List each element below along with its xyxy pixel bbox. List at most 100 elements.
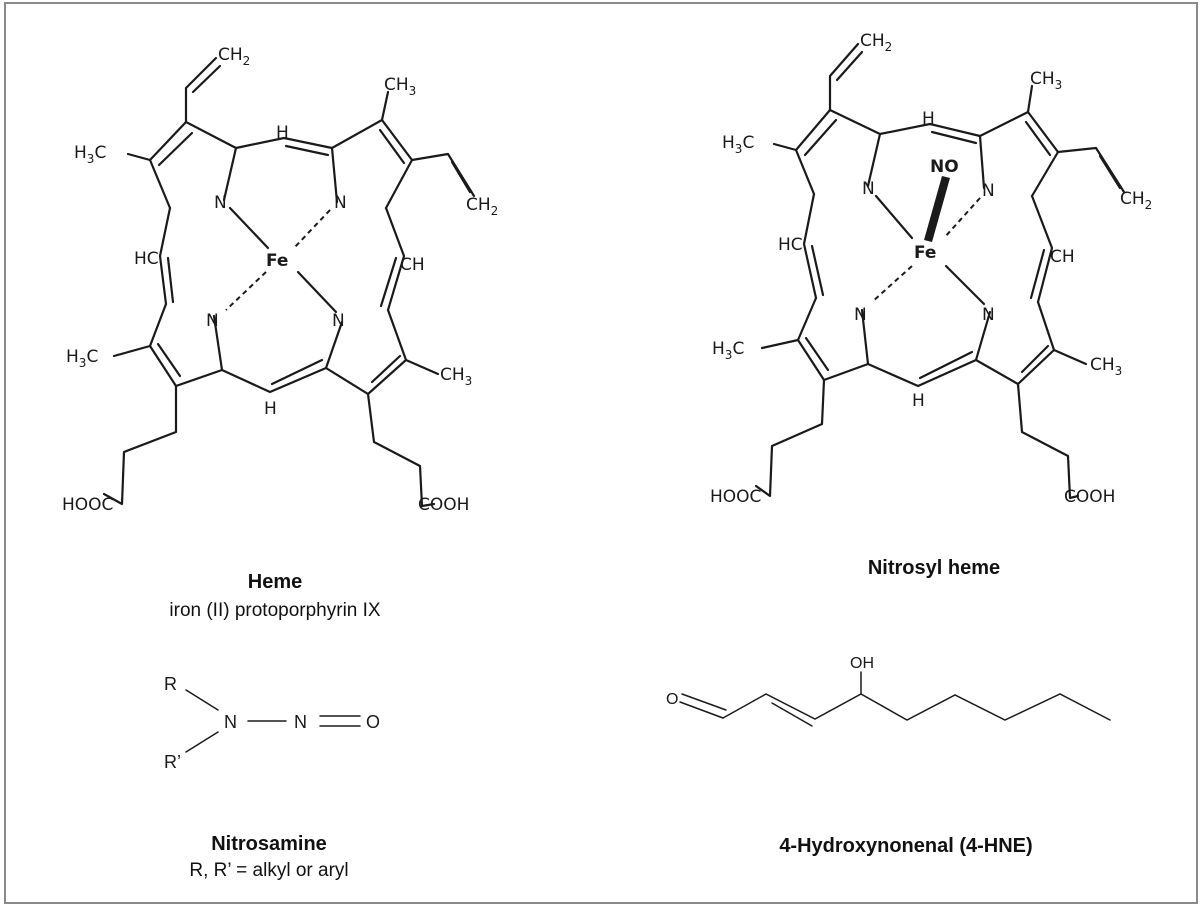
hne-structure: O OH xyxy=(666,655,1111,727)
nitrosyl-no-label: NO xyxy=(930,157,959,177)
heme-fe-bond-c xyxy=(296,270,338,314)
nitrosyl-ch-label: CH xyxy=(1050,247,1075,267)
heme-n-b-label: N xyxy=(334,193,347,213)
nitrosyl-n-d-label: N xyxy=(854,305,867,325)
nitrosyl-ring-c-double xyxy=(1020,344,1050,374)
heme-meso-bottom-double xyxy=(270,358,324,386)
nitrosamine-r-prime-bond xyxy=(185,731,219,753)
heme-h3c-upper-label: H3C xyxy=(74,143,106,166)
heme-n-c-label: N xyxy=(332,311,345,331)
nitrosyl-meso-bottom-double xyxy=(918,350,974,380)
nitrosamine-title: Nitrosamine xyxy=(211,833,327,855)
nitrosyl-fe-bond-a xyxy=(874,194,914,240)
nitrosyl-propionate-right xyxy=(1016,382,1080,500)
nitrosyl-methyl-a xyxy=(772,142,798,152)
heme-meso-right-double xyxy=(379,256,398,308)
heme-propionate-left xyxy=(102,384,178,506)
hne-carbonyl-bond-1 xyxy=(679,701,724,719)
heme-methyl-a xyxy=(126,152,152,162)
heme-vinyl-right-double xyxy=(450,160,472,194)
nitrosyl-n-b-label: N xyxy=(982,181,995,201)
heme-meso-left-double xyxy=(166,256,175,304)
nitrosyl-methyl-d xyxy=(760,338,800,350)
heme-title: Heme xyxy=(248,571,302,593)
heme-fe-bond-d xyxy=(225,271,267,311)
nitrosyl-meso-top xyxy=(878,122,982,138)
nitrosyl-heme-title: Nitrosyl heme xyxy=(868,557,1000,579)
heme-vinyl-top-double xyxy=(191,64,222,94)
nitrosamine-structure: R N N O R’ xyxy=(164,674,380,772)
nitrosamine-r-bond xyxy=(185,689,219,711)
nitrosyl-vinyl-top-double xyxy=(835,50,864,82)
heme-fe-label: Fe xyxy=(266,251,288,271)
heme-cooh-label: COOH xyxy=(418,495,469,515)
hne-alkene-double xyxy=(771,702,813,727)
figure-frame xyxy=(4,2,1198,904)
nitrosyl-h-bottom-label: H xyxy=(912,391,925,411)
nitrosyl-ch3-top-label: CH3 xyxy=(1030,69,1062,92)
nitrosyl-ring-d-double xyxy=(804,336,830,372)
heme-h-bottom-label: H xyxy=(264,399,277,419)
nitrosyl-h3c-upper-label: H3C xyxy=(722,133,754,156)
nitrosyl-hc-label: HC xyxy=(778,235,803,255)
heme-subtitle: iron (II) protoporphyrin IX xyxy=(169,600,381,621)
nitrosyl-fe-label: Fe xyxy=(914,243,936,263)
nitrosyl-propionate-left xyxy=(754,378,826,498)
nitrosyl-fe-bond-d xyxy=(871,265,913,303)
nitrosyl-vinyl-right xyxy=(1056,146,1126,194)
heme-ch-right-label: CH xyxy=(400,255,425,275)
hne-o-label: O xyxy=(666,691,678,708)
heme-hc-left-label: HC xyxy=(134,249,159,269)
nitrosyl-vinyl-right-double xyxy=(1098,154,1122,190)
nitrosyl-meso-right xyxy=(1030,194,1054,304)
nitrosyl-n-c-label: N xyxy=(982,305,995,325)
nitrosyl-hooc-label: HOOC xyxy=(710,487,761,507)
heme-ch2-top-label: CH2 xyxy=(218,45,250,68)
heme-vinyl-top xyxy=(184,56,218,124)
hne-oh-label: OH xyxy=(850,655,874,672)
heme-ch3-right-label: CH3 xyxy=(440,365,472,388)
hne-skeleton xyxy=(722,693,1111,721)
nitrosyl-h3c-lower-label: H3C xyxy=(712,339,744,362)
heme-methyl-c xyxy=(404,358,440,376)
nitrosyl-ch2-top-label: CH2 xyxy=(860,31,892,54)
hne-carbonyl-bond-2 xyxy=(681,693,727,711)
nitrosyl-methyl-c xyxy=(1052,348,1088,366)
nitrosyl-meso-right-double xyxy=(1029,248,1046,300)
nitrosyl-ch3-right-label: CH3 xyxy=(1090,355,1122,378)
heme-n-a-label: N xyxy=(214,193,227,213)
nitrosyl-methyl-b xyxy=(1026,84,1034,114)
heme-h-top-label: H xyxy=(276,123,289,143)
nitrosyl-h-top-label: H xyxy=(922,109,935,129)
heme-fe-bond-a xyxy=(228,206,270,250)
nitrosyl-ring-b-double xyxy=(1024,120,1052,157)
nitrosyl-meso-left xyxy=(802,192,818,300)
heme-fe-bond-b xyxy=(293,209,331,249)
nitrosamine-n2-label: N xyxy=(294,712,307,732)
nitrosyl-heme-structure: CH2 CH3 H3C H NO CH2 N N Fe HC CH N N H3… xyxy=(710,31,1152,507)
heme-meso-top xyxy=(234,136,334,150)
hne-title: 4-Hydroxynonenal (4-HNE) xyxy=(779,835,1032,857)
nitrosyl-no-wedge-bond xyxy=(924,176,950,242)
nitrosyl-meso-left-double xyxy=(810,244,825,297)
heme-structure: CH2 CH3 H3C H CH2 N N Fe HC CH N N H3C C… xyxy=(62,45,498,515)
heme-h3c-lower-label: H3C xyxy=(66,347,98,370)
nitrosyl-cooh-label: COOH xyxy=(1064,487,1115,507)
heme-meso-bottom xyxy=(220,366,328,394)
heme-vinyl-right xyxy=(410,152,476,198)
heme-ring-d-double xyxy=(156,342,182,378)
nitrosamine-n1-label: N xyxy=(224,712,237,732)
nitrosyl-fe-bond-b xyxy=(943,197,981,239)
nitrosyl-meso-top-double xyxy=(930,130,978,145)
heme-n-d-label: N xyxy=(206,311,219,331)
heme-ch2-right-label: CH2 xyxy=(466,195,498,218)
nitrosyl-vinyl-top xyxy=(828,42,860,112)
nitrosyl-n-a-label: N xyxy=(862,179,875,199)
heme-ring-c-double xyxy=(370,354,402,384)
nitrosamine-subtitle: R, R’ = alkyl or aryl xyxy=(189,860,348,881)
heme-hooc-label: HOOC xyxy=(62,495,113,515)
nitrosamine-o-label: O xyxy=(366,712,380,732)
nitrosyl-ring-a-double xyxy=(803,118,838,157)
heme-meso-top-double xyxy=(284,144,330,157)
